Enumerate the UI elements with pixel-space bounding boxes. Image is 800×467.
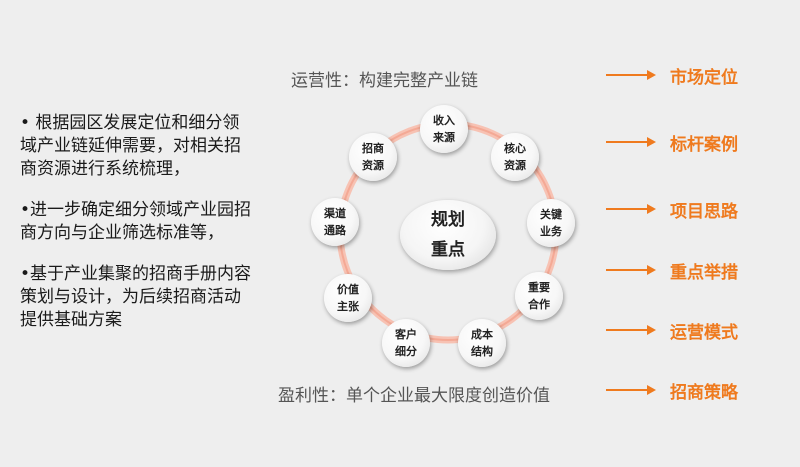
arrow-right-icon bbox=[606, 385, 656, 395]
arrow-right-icon bbox=[606, 265, 656, 275]
node-cost-structure: 成本结构 bbox=[458, 319, 506, 367]
topic-project-approach: 项目思路 bbox=[606, 194, 796, 224]
node-channels: 渠道通路 bbox=[311, 198, 359, 246]
topic-key-measures: 重点举措 bbox=[606, 255, 796, 285]
arrow-right-icon bbox=[606, 325, 656, 335]
topic-benchmark-cases: 标杆案例 bbox=[606, 127, 796, 157]
bottom-caption: 盈利性：单个企业最大限度创造价值 bbox=[278, 386, 550, 406]
node-key-business: 关键业务 bbox=[527, 199, 575, 247]
arrow-right-icon bbox=[606, 204, 656, 214]
arrow-right-icon bbox=[606, 137, 656, 147]
top-caption: 运营性：构建完整产业链 bbox=[291, 71, 478, 91]
bullet-3: •基于产业集聚的招商手册内容策划与设计，为后续招商活动提供基础方案 bbox=[20, 264, 252, 330]
node-value-proposition: 价值主张 bbox=[324, 274, 372, 322]
arrow-right-icon bbox=[606, 70, 656, 80]
center-planning-focus: 规划 重点 bbox=[400, 200, 496, 270]
node-core-resources: 核心资源 bbox=[491, 133, 539, 181]
bullet-1: • 根据园区发展定位和细分领域产业链延伸需要，对相关招商资源进行系统梳理， bbox=[20, 113, 241, 179]
topic-market-positioning: 市场定位 bbox=[606, 60, 796, 90]
node-key-partners: 重要合作 bbox=[515, 272, 563, 320]
node-customer-segments: 客户细分 bbox=[382, 319, 430, 367]
node-revenue-source: 收入来源 bbox=[420, 105, 468, 153]
bullet-2: •进一步确定细分领域产业园招商方向与企业筛选标准等， bbox=[20, 200, 252, 243]
topic-investment-strategy: 招商策略 bbox=[606, 375, 796, 405]
topic-operating-model: 运营模式 bbox=[606, 315, 796, 345]
planning-cycle-diagram: 收入来源 核心资源 关键业务 重要合作 成本结构 客户细分 价值主张 渠道通路 … bbox=[300, 100, 590, 370]
node-investment-resources: 招商资源 bbox=[349, 133, 397, 181]
left-description: • 根据园区发展定位和细分领域产业链延伸需要，对相关招商资源进行系统梳理， •进… bbox=[20, 112, 252, 350]
